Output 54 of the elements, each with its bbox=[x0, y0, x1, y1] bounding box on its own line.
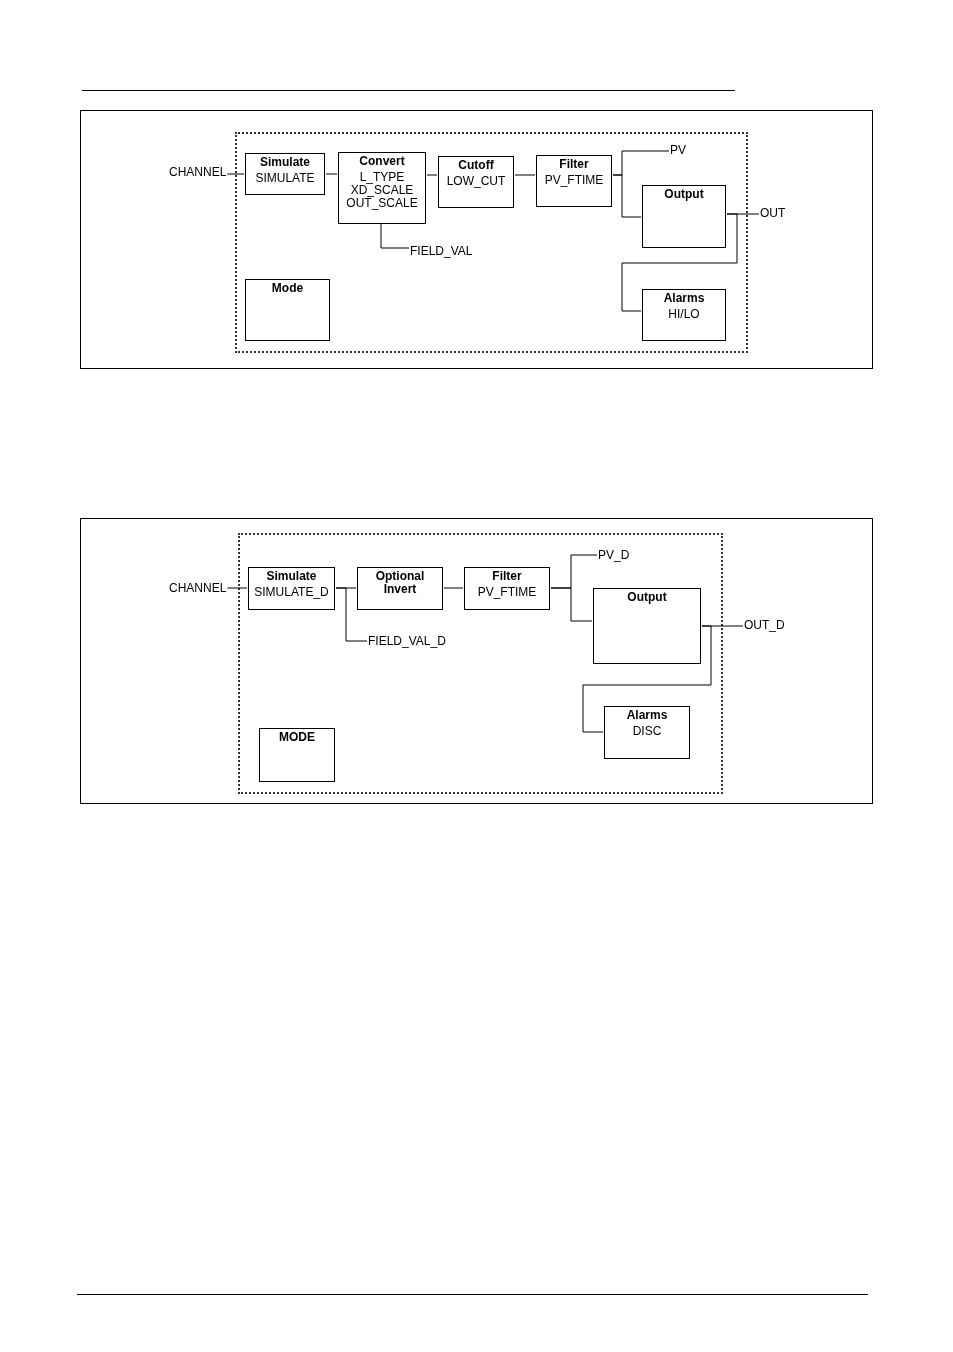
connector-line bbox=[335, 587, 368, 642]
block-parameter: PV_FTIME bbox=[477, 586, 537, 599]
signal-label: PV_D bbox=[598, 548, 630, 562]
block-title: Optional Invert bbox=[374, 570, 426, 596]
signal-label: CHANNEL bbox=[169, 165, 227, 179]
connector-line bbox=[621, 213, 738, 312]
block-title: Cutoff bbox=[458, 159, 494, 172]
function-block bbox=[248, 567, 335, 610]
connector-line bbox=[426, 174, 438, 176]
connector-line bbox=[226, 587, 248, 589]
block-parameter: LOW_CUT bbox=[446, 175, 506, 188]
block-title: Convert bbox=[359, 155, 405, 168]
connector-line bbox=[380, 223, 410, 249]
block-title: Output bbox=[664, 188, 704, 201]
connector-line bbox=[226, 173, 245, 175]
signal-label: OUT_D bbox=[744, 618, 785, 632]
connector-line bbox=[443, 587, 464, 589]
block-parameter: SIMULATE_D bbox=[254, 586, 329, 599]
signal-label: PV bbox=[670, 143, 686, 157]
connector-line bbox=[550, 587, 593, 622]
block-title: MODE bbox=[279, 731, 315, 744]
block-parameter: SIMULATE bbox=[255, 172, 315, 185]
block-title: Alarms bbox=[626, 709, 668, 722]
function-block bbox=[338, 152, 426, 224]
signal-label: CHANNEL bbox=[169, 581, 227, 595]
function-block bbox=[259, 728, 335, 782]
function-block bbox=[245, 153, 325, 195]
function-block bbox=[604, 706, 690, 759]
function-block bbox=[464, 567, 550, 610]
block-parameter: L_TYPE XD_SCALE OUT_SCALE bbox=[345, 171, 419, 210]
block-parameter: HI/LO bbox=[668, 308, 700, 321]
signal-label: OUT bbox=[760, 206, 786, 220]
block-title: Output bbox=[627, 591, 667, 604]
function-block bbox=[593, 588, 701, 664]
connector-line bbox=[325, 173, 338, 175]
function-block bbox=[536, 155, 612, 207]
signal-label: FIELD_VAL_D bbox=[368, 634, 446, 648]
connector-line bbox=[514, 174, 536, 176]
function-block bbox=[357, 567, 443, 610]
connector-line bbox=[612, 174, 642, 218]
block-title: Filter bbox=[559, 158, 589, 171]
block-title: Simulate bbox=[260, 156, 310, 169]
function-block bbox=[438, 156, 514, 208]
block-title: Alarms bbox=[663, 292, 705, 305]
signal-label: FIELD_VAL bbox=[410, 244, 473, 258]
block-title: Simulate bbox=[266, 570, 317, 583]
block-parameter: DISC bbox=[632, 725, 662, 738]
block-title: Mode bbox=[271, 282, 304, 295]
block-parameter: PV_FTIME bbox=[544, 174, 604, 187]
connector-line bbox=[582, 625, 712, 733]
function-block bbox=[642, 289, 726, 341]
function-block bbox=[245, 279, 330, 341]
block-title: Filter bbox=[492, 570, 522, 583]
function-block bbox=[642, 185, 726, 248]
